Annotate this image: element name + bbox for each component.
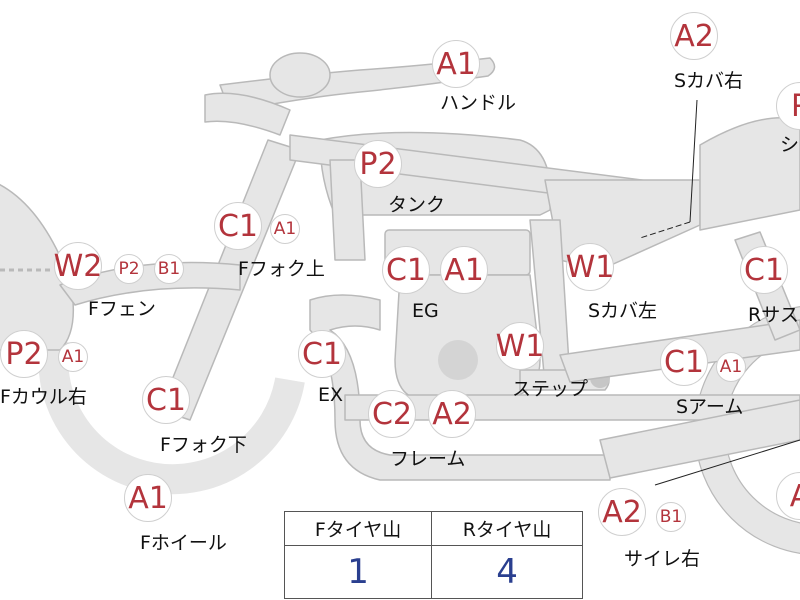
- part-label-s-cover-r: Sカバ右: [674, 70, 744, 92]
- leader-line-s-cover-r: [689, 99, 698, 223]
- code-badge: A2: [598, 488, 646, 536]
- part-label-frame: フレーム: [390, 448, 466, 470]
- code-badge: C1: [142, 376, 190, 424]
- tire-tread-table: Fタイヤ山 Rタイヤ山 1 4: [283, 511, 583, 599]
- code-badge: P2: [114, 254, 144, 284]
- code-badge: C1: [382, 246, 430, 294]
- part-label-r-sus: Rサス: [748, 304, 799, 326]
- part-label-ex: EX: [318, 384, 344, 406]
- code-badge: A2: [670, 12, 718, 60]
- part-label-f-fender: Fフェン: [88, 298, 156, 320]
- part-label-step: ステップ: [512, 378, 589, 400]
- code-badge: A1: [440, 246, 488, 294]
- part-label-seat: シ: [780, 134, 800, 156]
- front-fender-shape: [59, 261, 241, 306]
- code-badge: A1: [716, 352, 746, 382]
- leader-line-muffler-r: [654, 439, 800, 486]
- part-label-f-fork-low: Fフォク下: [160, 434, 247, 456]
- part-label-muffler-r: サイレ右: [624, 548, 701, 570]
- seat-shape: [699, 117, 800, 231]
- code-badge: P2: [0, 330, 48, 378]
- code-badge: W2: [54, 242, 102, 290]
- part-label-tank: タンク: [388, 194, 446, 216]
- code-badge: A1: [124, 474, 172, 522]
- part-label-f-cowl-r: Fカウル右: [0, 386, 87, 408]
- code-badge: C1: [740, 246, 788, 294]
- code-badge: A2: [428, 390, 476, 438]
- part-label-engine: EG: [412, 300, 439, 322]
- rear-tire-header: Rタイヤ山: [431, 511, 583, 546]
- front-tire-value: 1: [283, 545, 433, 599]
- code-badge: B1: [154, 254, 184, 284]
- code-badge: A1: [270, 214, 300, 244]
- part-label-f-fork-up: Fフォク上: [238, 258, 325, 280]
- muffler-shape: [599, 399, 800, 479]
- code-badge: A1: [58, 342, 88, 372]
- code-badge: B1: [656, 502, 686, 532]
- code-badge: P2: [354, 140, 402, 188]
- part-label-s-arm: Sアーム: [676, 396, 744, 418]
- exhaust-shape: [309, 294, 611, 481]
- part-label-f-wheel: Fホイール: [140, 532, 227, 554]
- part-label-handle: ハンドル: [440, 92, 517, 114]
- code-badge: C2: [368, 390, 416, 438]
- code-badge: C1: [298, 330, 346, 378]
- headlight-shape: [269, 52, 331, 98]
- code-badge: W1: [566, 243, 614, 291]
- code-badge: A1: [432, 40, 480, 88]
- code-badge: C1: [660, 338, 708, 386]
- code-badge: W1: [496, 322, 544, 370]
- handlebar-shape: [219, 57, 496, 113]
- code-badge: C1: [214, 202, 262, 250]
- part-label-s-cover-l: Sカバ左: [588, 300, 658, 322]
- front-tire-header: Fタイヤ山: [283, 511, 433, 546]
- rear-tire-value: 4: [431, 545, 583, 599]
